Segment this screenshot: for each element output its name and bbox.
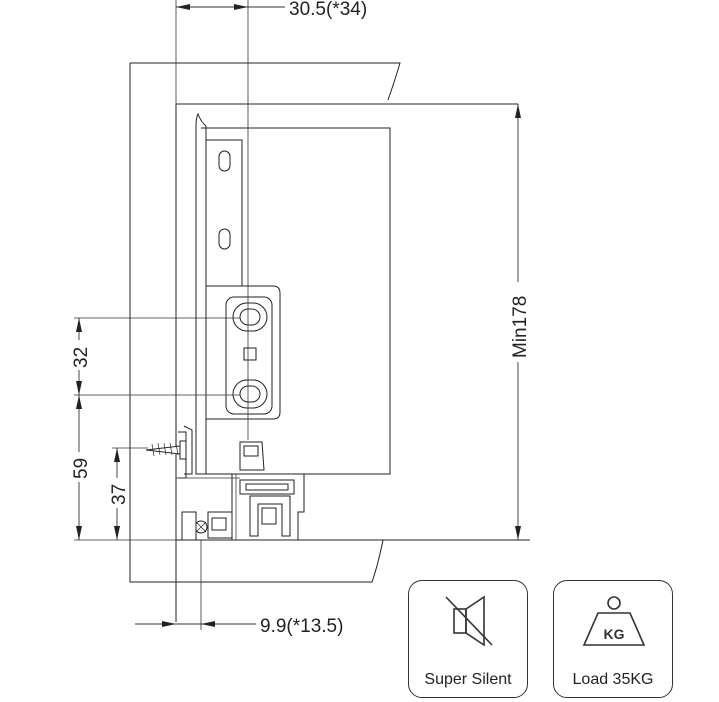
weight-icon: KG	[582, 596, 646, 646]
dim-32-text: 32	[71, 347, 92, 368]
side-bracket	[195, 112, 281, 475]
dim-59-text: 59	[71, 458, 92, 479]
screw-icon	[145, 440, 187, 460]
super-silent-badge: Super Silent	[408, 580, 528, 698]
super-silent-label: Super Silent	[424, 671, 512, 688]
dimension-height-59: 59	[68, 395, 92, 540]
drawer-panel	[175, 103, 530, 622]
load-label: Load 35KG	[572, 671, 654, 688]
extension-lines	[74, 0, 240, 630]
weight-icon-text: KG	[604, 626, 625, 642]
dim-bottom-offset-text: 9.9(*13.5)	[260, 616, 343, 637]
load-badge: KG Load 35KG	[553, 580, 673, 698]
dim-top-width-text: 30.5(*34)	[289, 0, 367, 20]
dimension-bottom-offset: 9.9(*13.5)	[135, 616, 343, 637]
cabinet-outline	[129, 62, 401, 583]
dimension-min-height: Min178	[506, 104, 531, 540]
dimension-top-width: 30.5(*34)	[176, 0, 367, 20]
runner-mechanism	[181, 441, 305, 541]
dim-37-text: 37	[109, 484, 130, 505]
dimension-height-37: 37	[106, 448, 130, 540]
mute-speaker-icon	[445, 595, 493, 647]
dim-min-height-text: Min178	[510, 296, 531, 358]
dimension-hole-spacing: 32	[68, 318, 92, 395]
